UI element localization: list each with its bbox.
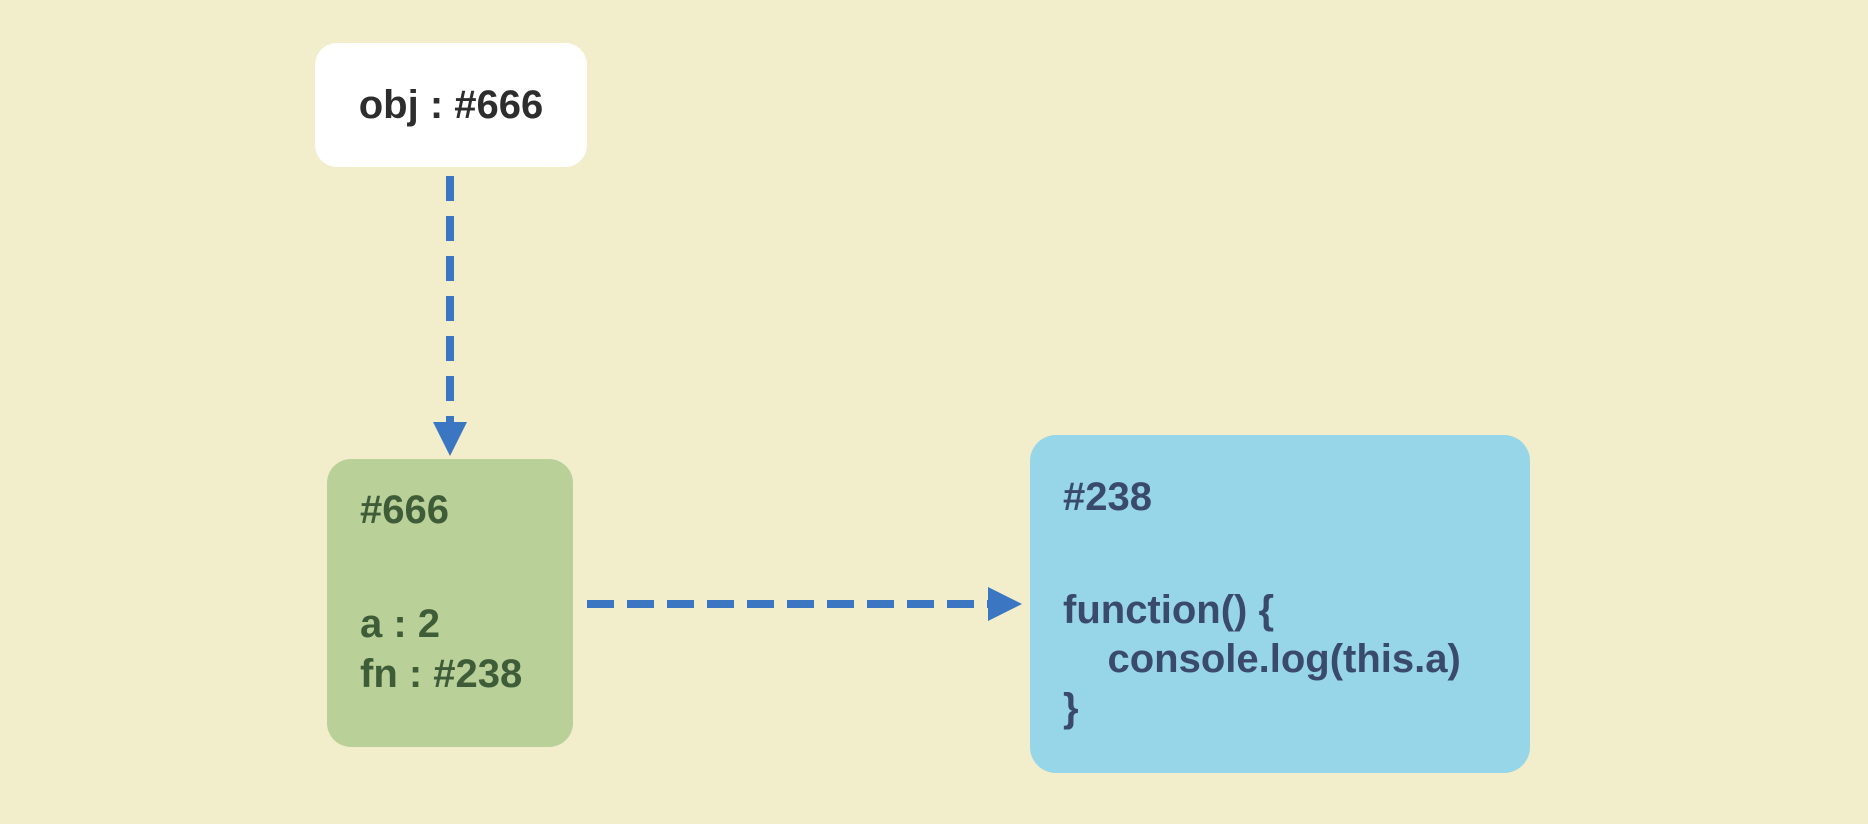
obj-reference-label: obj : #666 — [358, 82, 544, 127]
arrow-object-to-function-head — [988, 587, 1022, 621]
function-238-id: #238 — [1063, 475, 1152, 519]
object-property-fn: fn : #238 — [360, 652, 523, 696]
function-238-code: function() { console.log(this.a) } — [1063, 586, 1530, 733]
arrow-obj-to-object-head — [433, 422, 467, 456]
object-666-properties: a : 2 fn : #238 — [360, 599, 573, 699]
obj-reference-node: obj : #666 — [315, 43, 587, 167]
object-666-id: #666 — [360, 488, 449, 532]
function-238-node: #238 function() { console.log(this.a) } — [1030, 435, 1530, 773]
code-line-body: console.log(this.a) — [1063, 637, 1461, 681]
object-property-a: a : 2 — [360, 602, 441, 646]
code-line-open: function() { — [1063, 588, 1275, 632]
code-line-close: } — [1063, 686, 1079, 730]
object-666-node: #666 a : 2 fn : #238 — [327, 459, 573, 747]
arrow-obj-to-object — [433, 176, 467, 456]
arrow-object-to-function — [587, 587, 1022, 621]
